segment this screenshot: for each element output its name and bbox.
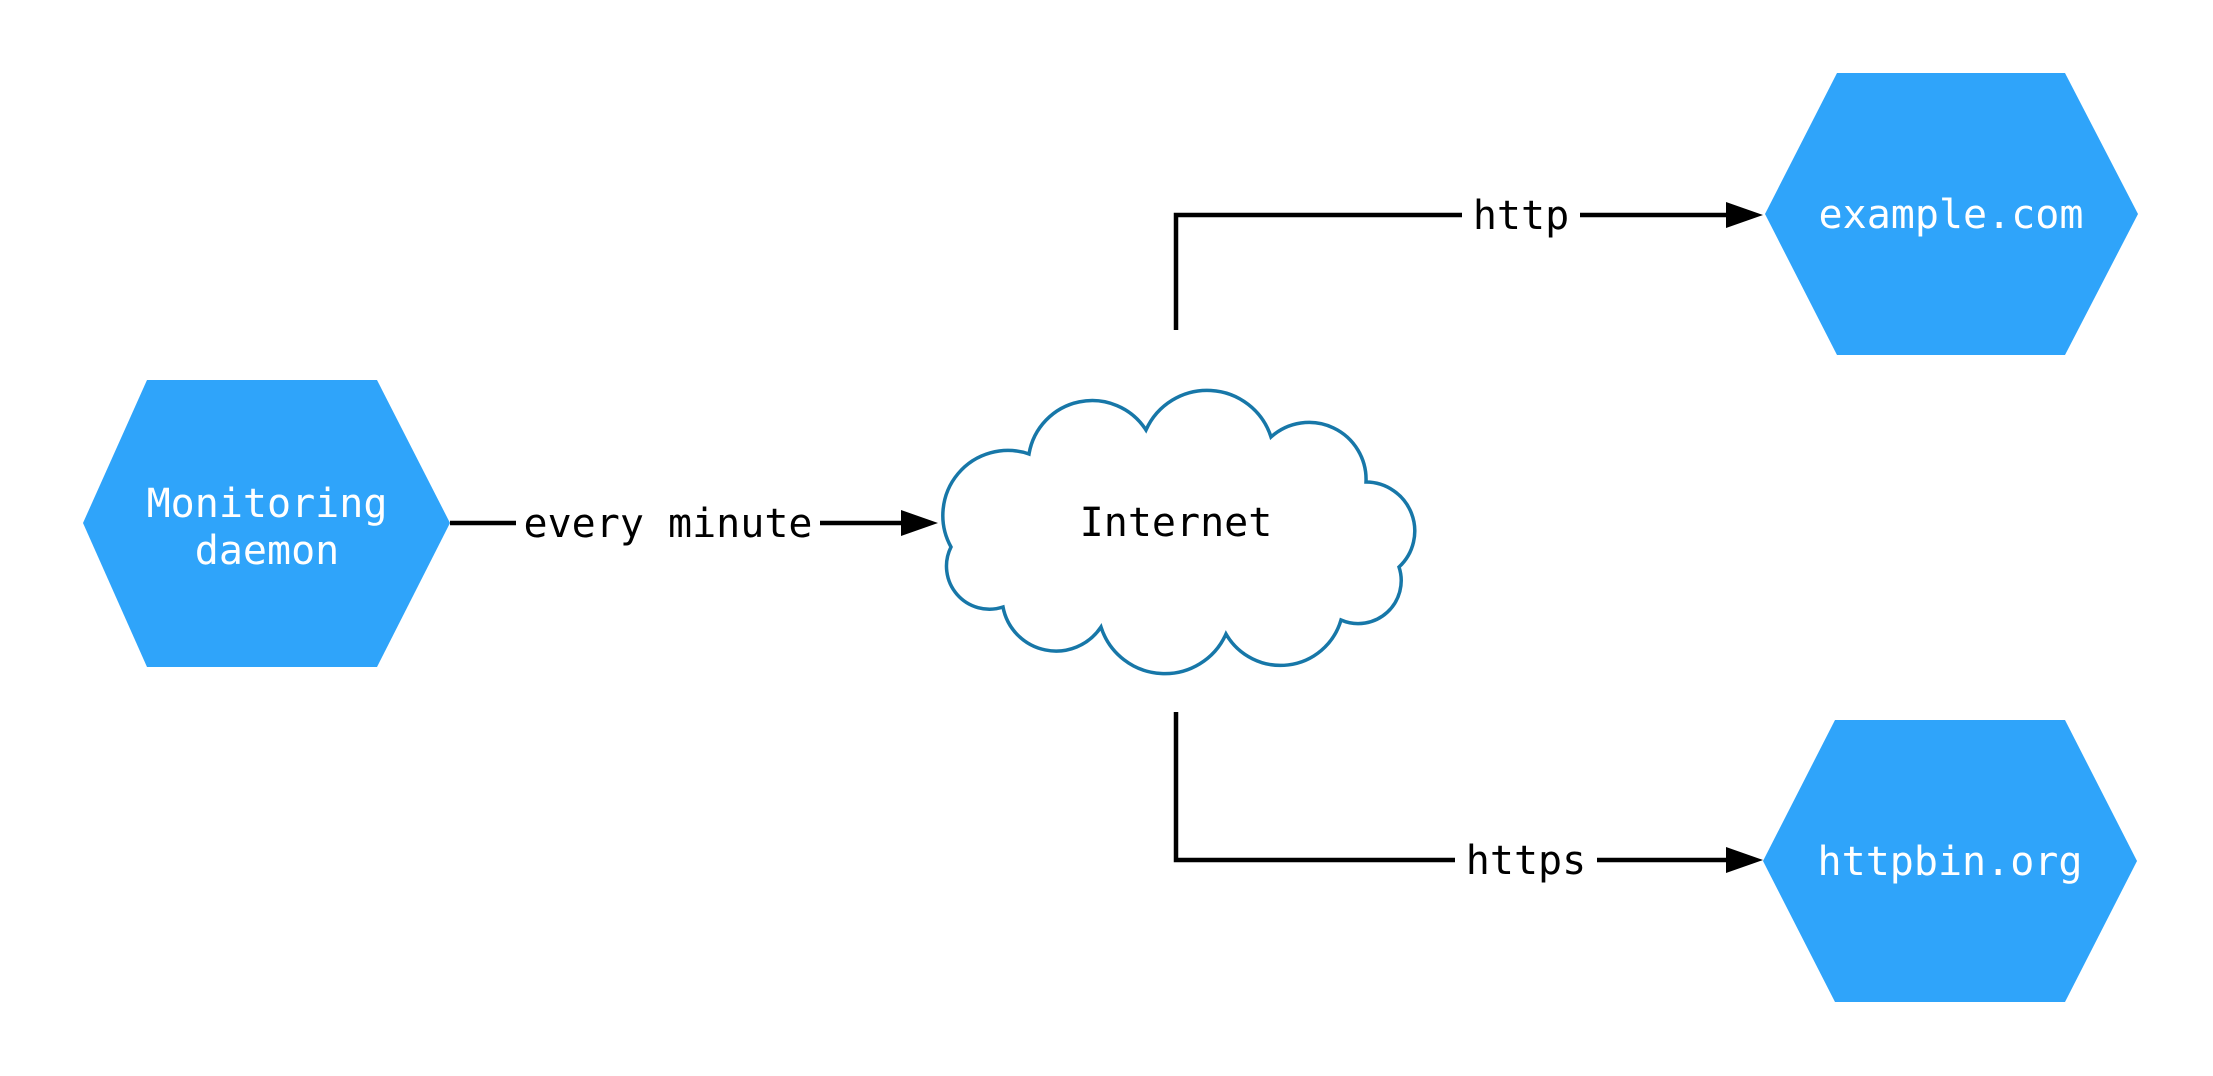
node-httpbin-org: httpbin.org [1763,720,2137,1002]
edge-label-http: http [1473,193,1569,239]
hexagon-shape [1763,720,2137,1002]
hexagon-shape [1765,73,2138,355]
node-monitoring-daemon: Monitoring daemon [83,380,450,667]
arrowhead-icon [1726,847,1763,873]
edge-label-every-minute: every minute [524,501,813,547]
node-label-httpbin-org: httpbin.org [1818,839,2083,885]
arrowhead-icon [901,510,938,536]
node-label-example-com: example.com [1819,192,2084,238]
edge-https: https [1173,712,1763,884]
node-label-line2: daemon [195,528,340,574]
node-example-com: example.com [1765,73,2138,355]
cloud-shape [941,388,1417,676]
arrowhead-icon [1726,202,1763,228]
node-label-internet: Internet [1080,500,1273,546]
edge-every-minute: every minute [450,501,938,547]
node-label-line1: Monitoring [147,481,388,527]
node-internet: Internet [941,388,1417,676]
edge-http: http [1173,193,1763,330]
edge-line-segment [1173,712,1455,863]
edge-line-segment [1173,212,1462,330]
edge-label-https: https [1466,838,1586,884]
hexagon-shape [83,380,450,667]
